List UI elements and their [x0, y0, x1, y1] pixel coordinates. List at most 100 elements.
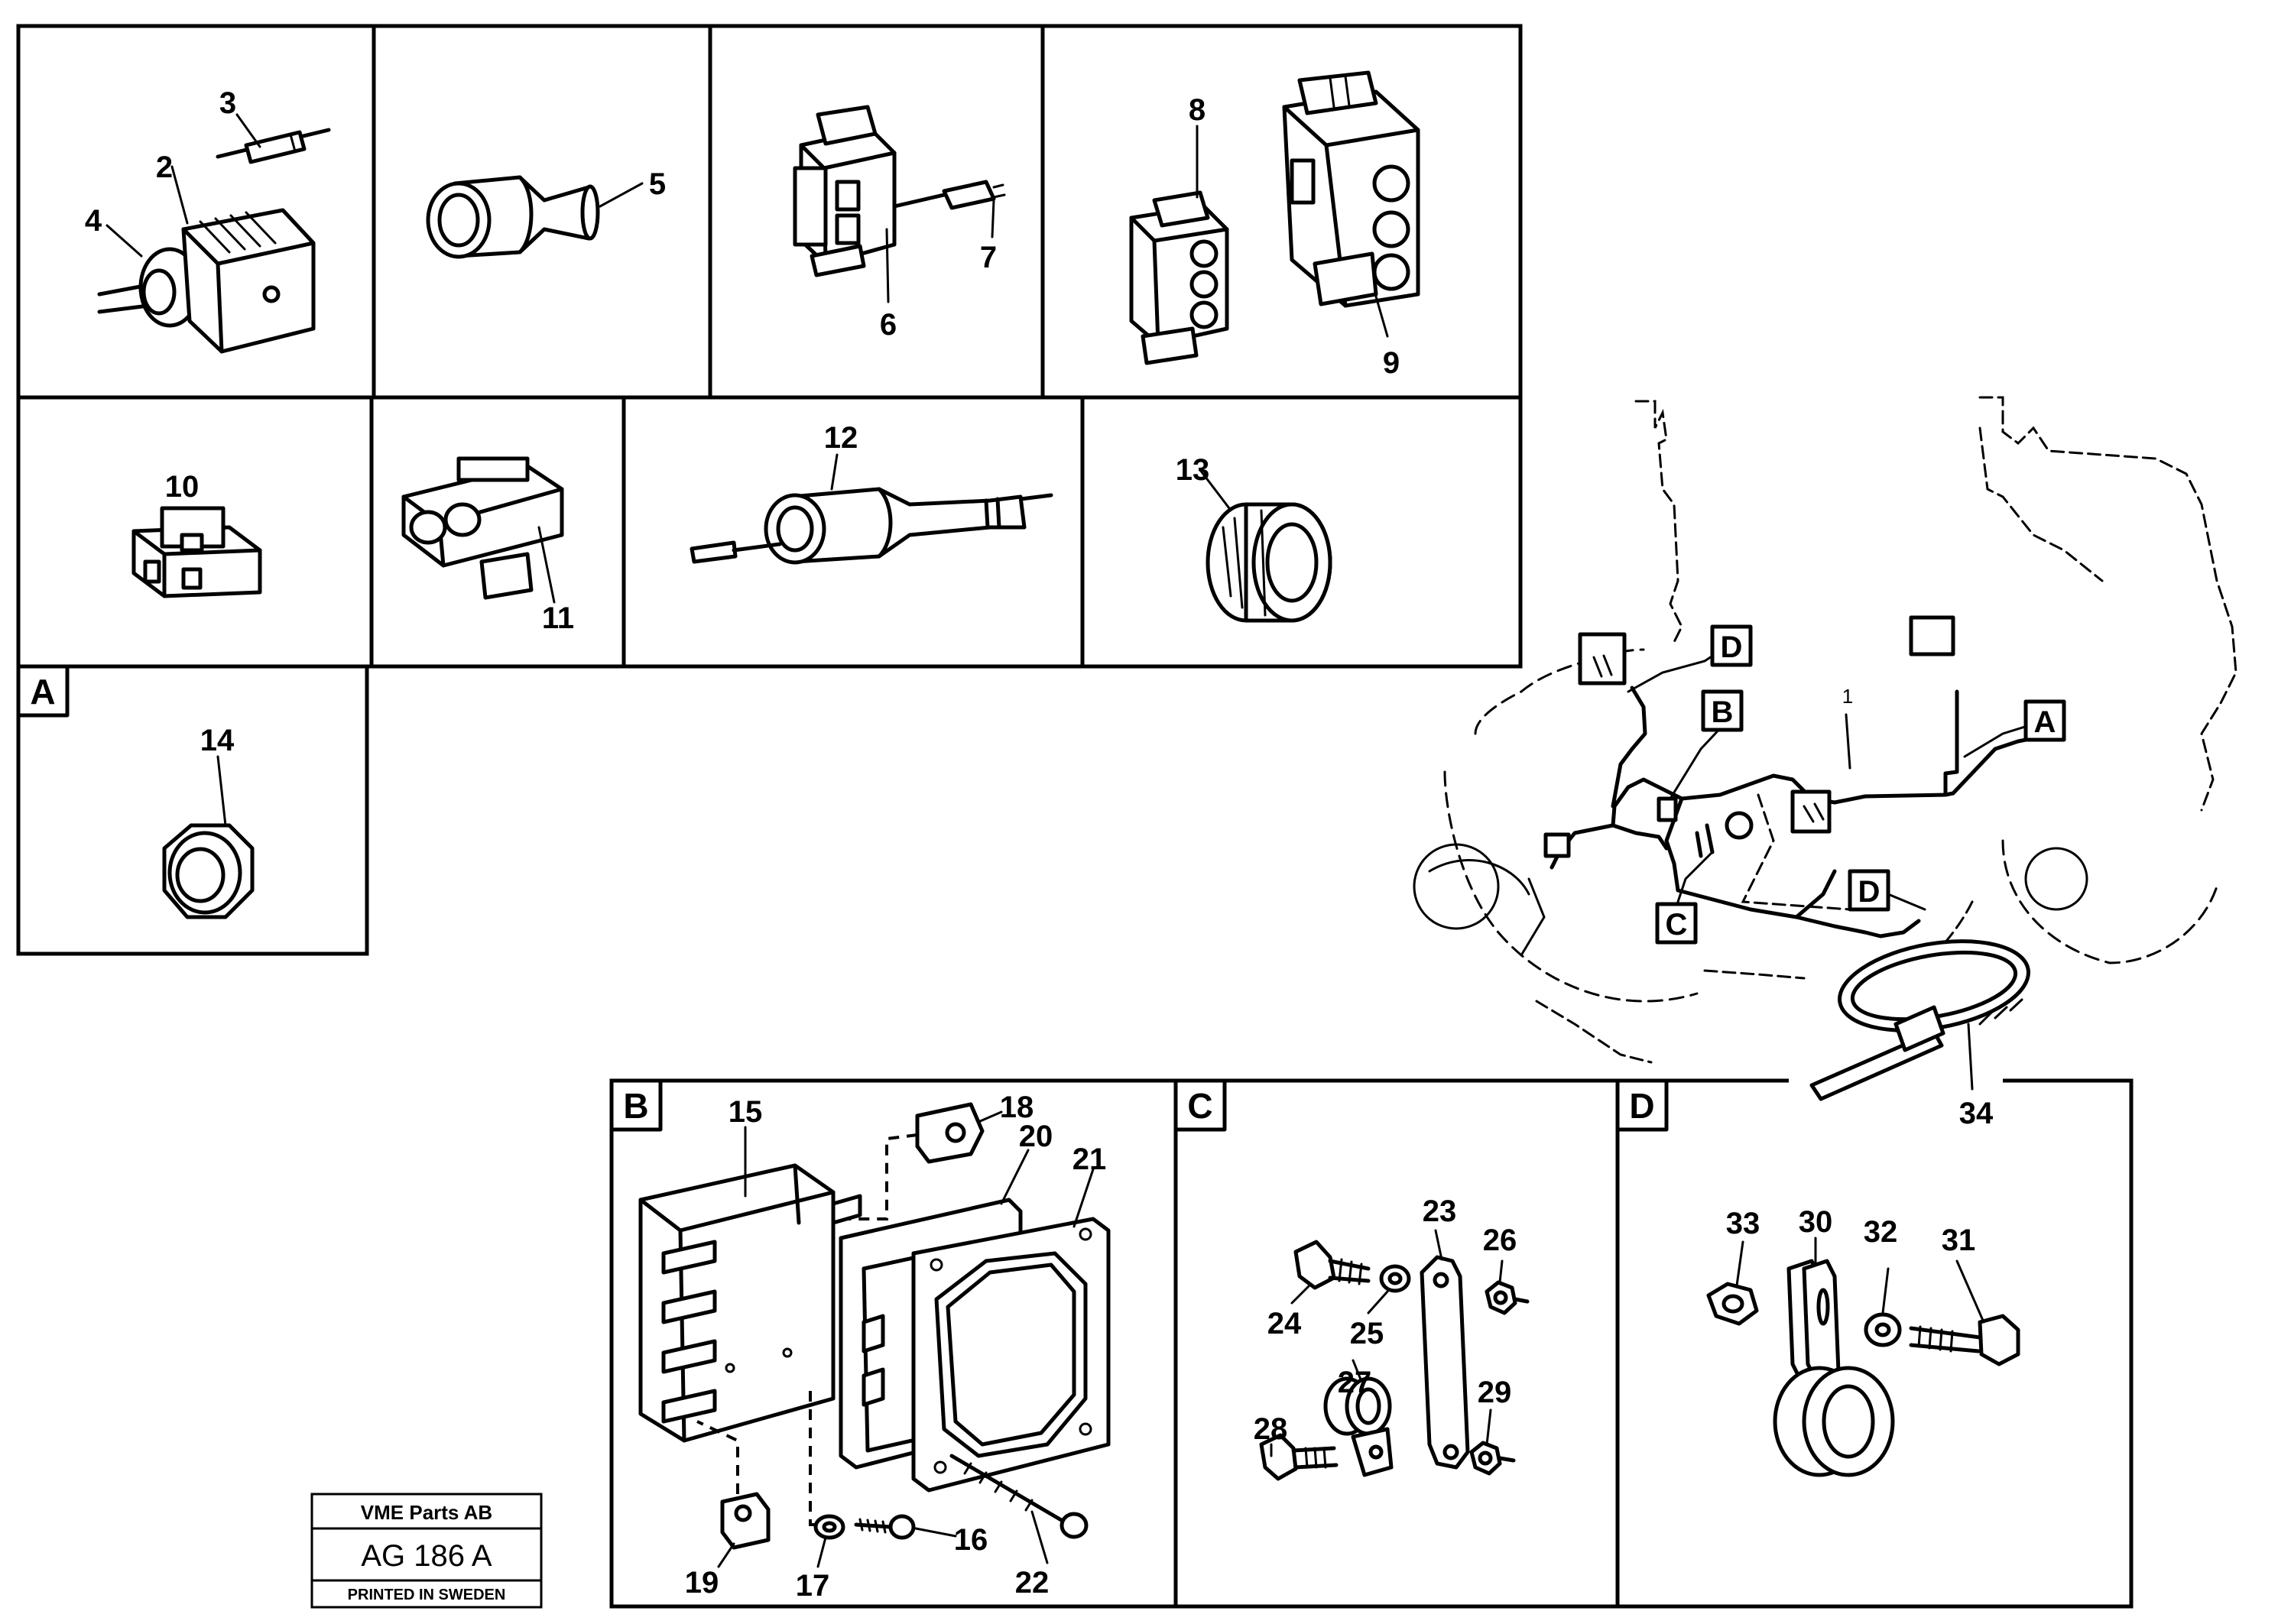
part-nut-14	[162, 823, 255, 919]
leader-13	[1199, 468, 1231, 510]
section-d-label: D	[1629, 1086, 1654, 1126]
leader-21	[1072, 1168, 1095, 1228]
label-34: 34	[1959, 1097, 1994, 1130]
part-washer-25	[1379, 1264, 1411, 1293]
leader-23	[1434, 1229, 1443, 1261]
label-24: 24	[1267, 1307, 1302, 1340]
label-32: 32	[1864, 1215, 1898, 1249]
part-grommet-5	[426, 175, 600, 259]
label-9: 9	[1383, 346, 1400, 380]
callout-a-text: A	[2034, 705, 2056, 739]
section-c-tag: C	[1173, 1078, 1227, 1132]
dashed-guide-16	[809, 1391, 826, 1526]
label-16: 16	[954, 1523, 988, 1557]
label-2: 2	[156, 151, 173, 184]
part-screw-22	[949, 1454, 1089, 1539]
label-29: 29	[1478, 1376, 1512, 1409]
leader-3	[235, 113, 261, 148]
machine-silhouette	[1413, 396, 2237, 1064]
leader-18	[977, 1110, 1003, 1123]
part-bracket-18	[915, 1102, 985, 1164]
label-13: 13	[1176, 453, 1210, 487]
leader-19	[717, 1542, 735, 1568]
leader-16	[914, 1527, 957, 1538]
leader-4	[105, 224, 143, 258]
part-bolt-24	[1293, 1240, 1371, 1290]
stamp-company: VME Parts AB	[361, 1501, 492, 1524]
section-b-label: B	[623, 1086, 648, 1126]
part-screw-16	[854, 1514, 916, 1540]
callout-a: A	[2023, 699, 2066, 742]
leader-7	[991, 199, 995, 238]
leader-22	[1030, 1510, 1049, 1564]
label-31: 31	[1942, 1224, 1976, 1257]
section-a-label: A	[30, 672, 55, 712]
leader-27	[1352, 1359, 1362, 1381]
callout-b: B	[1701, 689, 1744, 732]
callout-d2: D	[1848, 869, 1890, 912]
label-15: 15	[729, 1095, 763, 1129]
leader-harness-1	[1845, 713, 1851, 770]
label-7: 7	[980, 241, 997, 274]
section-a-tag: A	[16, 664, 70, 718]
section-b-tag: B	[609, 1078, 663, 1132]
callout-d2-text: D	[1858, 875, 1881, 909]
part-bolt-31	[1909, 1314, 2020, 1366]
label-19: 19	[685, 1566, 719, 1600]
leader-34	[1967, 1023, 1974, 1091]
part-number-labels: 2 3 4 5 6 7 8 9 10 11 12 13 14 15 16 17 …	[85, 86, 1994, 1603]
label-23: 23	[1423, 1194, 1457, 1228]
label-22: 22	[1015, 1566, 1050, 1600]
callout-c-text: C	[1666, 908, 1688, 942]
leader-11	[537, 526, 556, 604]
leader-5	[599, 182, 644, 208]
leader-17	[816, 1536, 827, 1568]
dashed-guide-19	[696, 1420, 739, 1494]
label-8: 8	[1189, 93, 1206, 127]
part-connectors-8-9	[1129, 70, 1420, 365]
label-18: 18	[1000, 1091, 1034, 1124]
label-21: 21	[1072, 1143, 1107, 1176]
label-4: 4	[85, 204, 102, 238]
label-20: 20	[1019, 1120, 1053, 1153]
section-c-label: C	[1187, 1086, 1212, 1126]
leader-32	[1881, 1267, 1890, 1314]
title-stamp: VME Parts AB AG 186 A PRINTED IN SWEDEN	[310, 1493, 543, 1609]
part-clamp-30	[1773, 1259, 1895, 1477]
label-25: 25	[1350, 1317, 1384, 1350]
label-14: 14	[200, 724, 235, 757]
part-cable-tie-34	[1809, 939, 2030, 1101]
leader-26	[1498, 1259, 1504, 1284]
leader-29	[1485, 1408, 1492, 1446]
part-grommet-13	[1206, 502, 1332, 623]
part-washer-32	[1864, 1312, 1902, 1347]
leader-6	[885, 228, 890, 303]
leader-2	[170, 165, 189, 225]
dashed-guide-18	[849, 1133, 918, 1220]
label-17: 17	[796, 1569, 830, 1603]
wiring-harness	[1543, 615, 2051, 938]
label-28: 28	[1254, 1412, 1288, 1446]
part-bracket-19	[720, 1492, 771, 1550]
lower-frames	[609, 1078, 2134, 1609]
part-sensor-2-3-4	[97, 128, 331, 354]
label-6: 6	[880, 308, 897, 342]
part-connector-11	[401, 456, 564, 600]
leader-callout-b	[1669, 723, 1725, 800]
label-11: 11	[542, 601, 574, 635]
part-nut-29	[1469, 1441, 1516, 1476]
leader-12	[830, 453, 839, 491]
leader-31	[1955, 1259, 1985, 1324]
leader-33	[1735, 1240, 1744, 1287]
top-grid-frames	[16, 24, 1523, 956]
part-clip-27	[1323, 1376, 1394, 1477]
part-connector-6-7	[793, 105, 1006, 277]
part-relay-socket-10	[131, 506, 262, 598]
part-strap-23	[1420, 1255, 1470, 1470]
label-3: 3	[219, 86, 236, 120]
label-30: 30	[1799, 1205, 1833, 1239]
leader-callout-c	[1676, 851, 1714, 903]
harness-label: 1	[1842, 685, 1853, 708]
leader-20	[1000, 1149, 1030, 1205]
stamp-printed: PRINTED IN SWEDEN	[348, 1587, 506, 1603]
